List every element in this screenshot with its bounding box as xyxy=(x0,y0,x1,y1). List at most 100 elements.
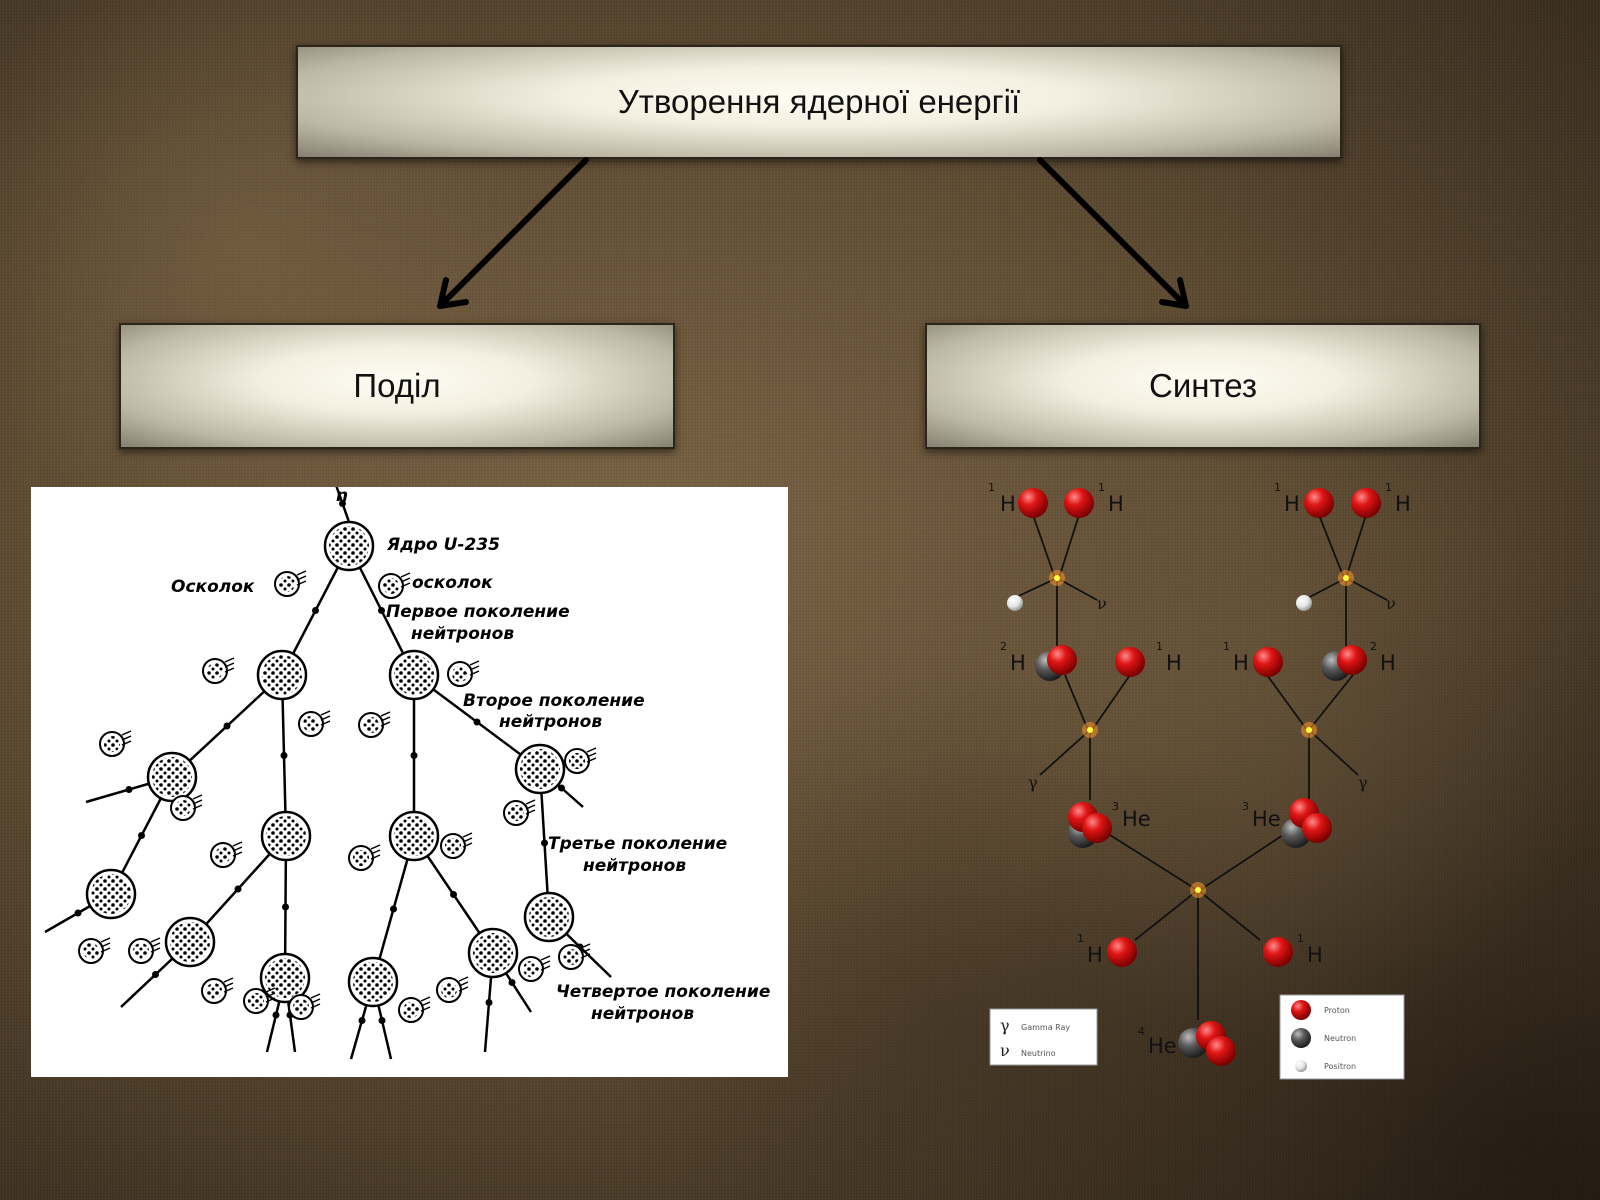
fission-chain-diagram: n Ядро U-235 Осколок осколок Первое поко… xyxy=(44,487,770,1060)
nucleus-texture xyxy=(266,816,306,856)
fragment-motion-line xyxy=(296,570,307,576)
fragment-motion-line xyxy=(320,715,331,721)
fragment-motion-line xyxy=(420,996,431,1002)
nucleus-texture xyxy=(152,757,192,797)
fragment-motion-line xyxy=(469,665,480,671)
neutron-dot xyxy=(541,839,548,847)
fragment-texture xyxy=(83,943,99,959)
fragment-motion-line xyxy=(540,955,551,961)
fragment-motion-line xyxy=(580,948,591,954)
fragment-motion-line xyxy=(525,804,536,810)
fragment-texture xyxy=(279,576,295,592)
fragment-texture xyxy=(207,663,223,679)
nucleus-label: Ядро U-235 xyxy=(386,535,500,555)
nucleus-texture xyxy=(262,655,302,695)
fission-box: Поділ xyxy=(119,323,675,449)
fragment-motion-line xyxy=(150,942,161,948)
nucleus-texture xyxy=(353,962,393,1002)
fragment-motion-line xyxy=(296,575,307,581)
fragments-group xyxy=(78,570,597,1023)
fragment-motion-line xyxy=(100,947,111,953)
fragment-motion-line xyxy=(320,720,331,726)
fragment-motion-line xyxy=(458,976,469,982)
fragment-motion-line xyxy=(224,667,235,673)
fragment-motion-line xyxy=(150,937,161,943)
fragment-motion-line xyxy=(370,849,381,855)
fragment-motion-line xyxy=(265,992,276,998)
fragment-motion-line xyxy=(223,977,234,983)
fragment-left-label: Осколок xyxy=(171,577,255,597)
fragment-texture xyxy=(133,943,149,959)
fragment-motion-line xyxy=(420,1001,431,1007)
fragment-motion-line xyxy=(100,942,111,948)
nucleus-texture xyxy=(394,655,434,695)
neutron-dot xyxy=(125,786,133,793)
fragment-motion-line xyxy=(370,854,381,860)
neutron-dot xyxy=(450,891,457,898)
fragment-motion-line xyxy=(469,660,480,666)
gen3-line1: Третье поколение xyxy=(548,834,727,854)
fragment-motion-line xyxy=(232,846,243,852)
fragment-motion-line xyxy=(150,947,161,953)
fusion-label: Синтез xyxy=(1149,367,1257,404)
fragment-motion-line xyxy=(265,987,276,993)
fragment-motion-line xyxy=(121,735,132,741)
nucleus-texture xyxy=(529,897,569,937)
neutron-dot xyxy=(223,722,231,730)
fragment-texture xyxy=(383,578,399,594)
fragment-texture xyxy=(508,805,524,821)
fragment-motion-line xyxy=(525,799,536,805)
neutron-dot xyxy=(508,979,516,986)
fragment-texture xyxy=(175,800,191,816)
neutron-dot xyxy=(558,784,565,792)
fragment-texture xyxy=(441,982,457,998)
fragment-texture xyxy=(206,983,222,999)
gen1-line2: нейтронов xyxy=(411,624,514,644)
neutron-dot xyxy=(152,971,159,978)
fragment-texture xyxy=(452,666,468,682)
neutron-dot xyxy=(358,1017,366,1024)
fragment-texture xyxy=(303,716,319,732)
fragment-motion-line xyxy=(540,965,551,971)
fragment-motion-line xyxy=(223,982,234,988)
fragment-texture xyxy=(363,717,379,733)
fragment-motion-line xyxy=(525,809,536,815)
fragment-texture xyxy=(293,999,309,1015)
neutron-dot xyxy=(312,607,319,614)
neutron-dot xyxy=(138,832,145,839)
neutron-dot xyxy=(390,905,397,913)
fragment-motion-line xyxy=(400,582,411,588)
gen3-line2: нейтронов xyxy=(583,856,686,876)
neutron-dot xyxy=(378,1017,386,1024)
fragment-texture xyxy=(563,949,579,965)
neutron-dot xyxy=(410,752,418,759)
fragment-motion-line xyxy=(458,986,469,992)
fragment-motion-line xyxy=(462,837,473,843)
fragment-motion-line xyxy=(462,842,473,848)
fission-label: Поділ xyxy=(353,367,441,404)
fragment-right-label: осколок xyxy=(412,573,493,593)
gen2-line2: нейтронов xyxy=(499,712,602,732)
neutron-dot xyxy=(485,999,493,1006)
neutron-dot xyxy=(280,752,288,759)
fragment-motion-line xyxy=(586,747,597,753)
fragment-motion-line xyxy=(310,1003,321,1009)
nucleus-texture xyxy=(473,933,513,973)
fragment-motion-line xyxy=(458,981,469,987)
fragment-motion-line xyxy=(121,730,132,736)
fragment-motion-line xyxy=(400,572,411,578)
nucleus-texture xyxy=(265,958,305,998)
neutron-dot xyxy=(234,885,242,893)
fragment-texture xyxy=(445,838,461,854)
neutron-dot xyxy=(74,909,82,917)
fragment-texture xyxy=(353,850,369,866)
fragment-texture xyxy=(569,753,585,769)
fragment-motion-line xyxy=(232,851,243,857)
fragment-motion-line xyxy=(310,993,321,999)
fragment-motion-line xyxy=(100,937,111,943)
fragment-texture xyxy=(248,993,264,1009)
gen1-line1: Первое поколение xyxy=(386,602,570,622)
neutron-dot xyxy=(272,1011,280,1019)
fragment-motion-line xyxy=(400,577,411,583)
fragment-motion-line xyxy=(296,580,307,586)
